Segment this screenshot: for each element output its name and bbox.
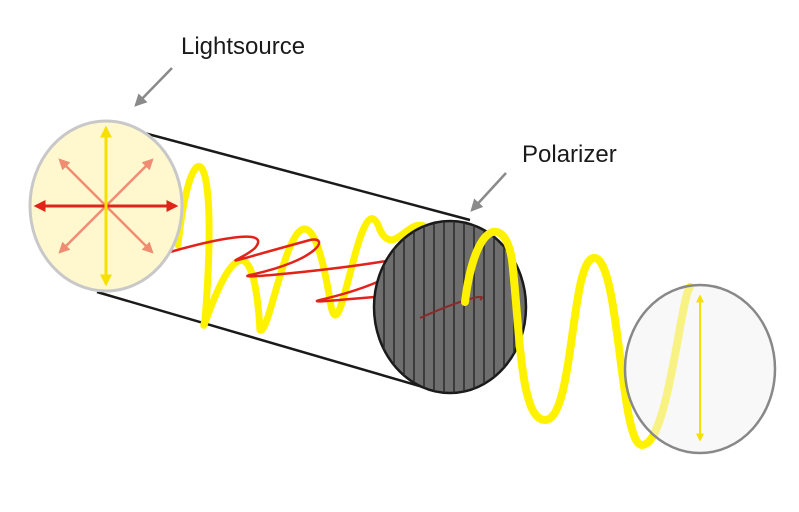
lightsource-label: Lightsource xyxy=(181,33,305,60)
polarized-yellow-wave xyxy=(461,227,694,450)
arrow-pointer-icon xyxy=(470,172,507,212)
polarizer-filter xyxy=(372,219,528,395)
unpolarized-yellow-wave xyxy=(174,162,434,334)
arrow-pointer-icon xyxy=(134,67,173,107)
polarizer-label: Polarizer xyxy=(522,141,617,168)
cylinder-outline xyxy=(96,120,471,394)
output-polarization-circle xyxy=(623,283,777,455)
lightsource-circle xyxy=(28,119,184,293)
